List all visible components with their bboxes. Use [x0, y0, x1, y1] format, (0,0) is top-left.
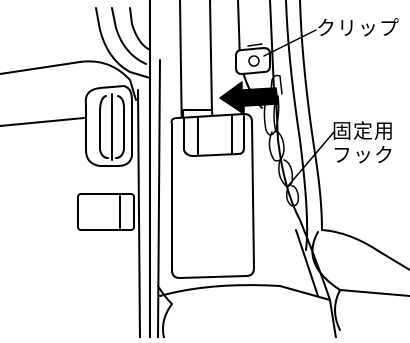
door-latch	[84, 85, 133, 167]
belt-flap	[170, 113, 255, 279]
label-fixing-hook-line1: 固定用	[332, 119, 395, 143]
fixing-hook	[263, 74, 300, 207]
direction-arrow	[219, 81, 279, 115]
clip	[235, 43, 271, 75]
label-fixing-hook-line2: フック	[332, 143, 395, 167]
leader-lines	[263, 29, 335, 187]
label-clip: クリップ	[316, 16, 400, 40]
label-fixing-hook: 固定用 フック	[332, 119, 395, 167]
door-striker	[77, 193, 135, 231]
door-frame	[0, 0, 161, 339]
floor	[157, 284, 331, 339]
